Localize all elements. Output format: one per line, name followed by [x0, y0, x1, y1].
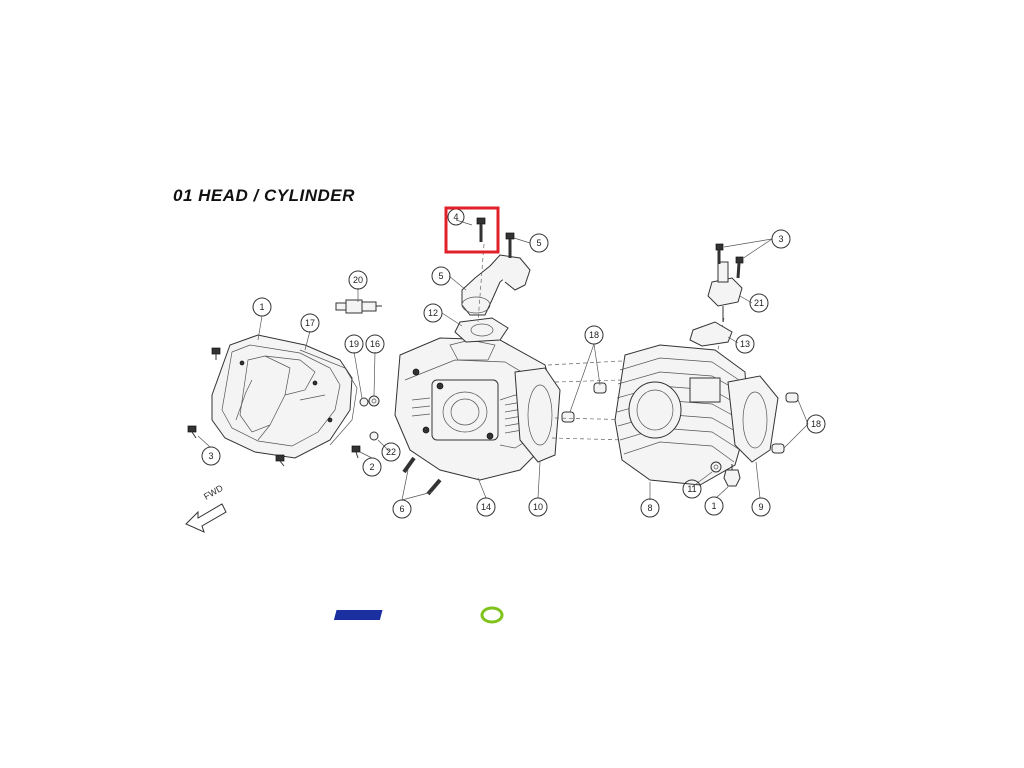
callout-22-label: 22	[386, 447, 396, 457]
dowel-pin-right-lower[interactable]	[771, 443, 785, 454]
dowel-pin-right-upper[interactable]	[785, 392, 799, 403]
callout-22: 22	[381, 442, 401, 462]
oil-seal-19[interactable]	[359, 397, 369, 407]
drain-bolt-1[interactable]	[723, 464, 741, 487]
diagram-title: 01 HEAD / CYLINDER	[173, 186, 355, 205]
tensioner-bolt-lower[interactable]	[735, 256, 744, 279]
intake-bolt-4[interactable]	[476, 217, 486, 242]
callout-1-label: 1	[259, 302, 264, 312]
cover-bolt-left[interactable]	[187, 425, 197, 439]
callout-17-label: 17	[305, 318, 315, 328]
callout-4-label: 4	[453, 212, 458, 222]
spark-plug[interactable]	[335, 299, 382, 314]
callout-20: 20	[348, 270, 368, 290]
callout-6-label: 6	[399, 504, 404, 514]
callout-12-label: 12	[428, 308, 438, 318]
callout-1: 1	[252, 297, 272, 317]
callout-8-label: 8	[647, 503, 652, 513]
cover-bolt-top[interactable]	[211, 347, 221, 360]
q100-logo: Q100.cz	[333, 606, 540, 624]
cover-bolt-bottom[interactable]	[275, 454, 285, 467]
o-ring-16[interactable]	[368, 395, 380, 407]
callout-1-right-label: 1	[711, 501, 716, 511]
callout-3-left-label: 3	[208, 451, 213, 461]
callout-3-right: 3	[771, 229, 791, 249]
logo-text: Q100.cz	[505, 611, 540, 621]
callout-18-middle: 18	[584, 325, 604, 345]
callout-10-label: 10	[533, 502, 543, 512]
dowel-pin-lower[interactable]	[561, 411, 575, 423]
callout-11: 11	[682, 479, 702, 499]
intake-pipe[interactable]	[461, 254, 531, 316]
stud-bolt-lower[interactable]	[426, 478, 442, 496]
intake-bolt-5[interactable]	[505, 232, 515, 258]
intake-insulator[interactable]	[454, 317, 509, 343]
callout-13-label: 13	[740, 339, 750, 349]
forward-arrow-icon: FWD	[185, 483, 227, 533]
callout-20-label: 20	[353, 275, 363, 285]
callout-2: 2	[362, 457, 382, 477]
tensioner-bolt-upper[interactable]	[715, 243, 724, 264]
head-cover-gasket[interactable]	[299, 349, 358, 446]
highlight-box-part-4	[444, 206, 500, 254]
callout-12: 12	[423, 303, 443, 323]
callout-6: 6	[392, 499, 412, 519]
callout-21: 21	[749, 293, 769, 313]
callout-19-label: 19	[349, 339, 359, 349]
callout-11-label: 11	[687, 484, 696, 494]
callout-4: 4	[447, 208, 465, 226]
callout-21-label: 21	[754, 298, 764, 308]
callout-16-label: 16	[370, 339, 380, 349]
fwd-label: FWD	[202, 483, 225, 502]
cam-chain-tensioner[interactable]	[707, 261, 743, 322]
tensioner-gasket[interactable]	[689, 321, 733, 347]
head-gasket[interactable]	[514, 367, 561, 463]
callout-5-left: 5	[431, 266, 451, 286]
cylinder-head-cover[interactable]	[211, 334, 353, 459]
sealing-washer-11[interactable]	[710, 461, 722, 473]
callout-5-left-label: 5	[438, 271, 443, 281]
callout-9-label: 9	[758, 502, 763, 512]
cylinder-base-gasket[interactable]	[727, 375, 779, 463]
callout-10: 10	[528, 497, 548, 517]
callout-8: 8	[640, 498, 660, 518]
callout-14-label: 14	[481, 502, 491, 512]
callout-14: 14	[476, 497, 496, 517]
callout-19: 19	[344, 334, 364, 354]
callout-16: 16	[365, 334, 385, 354]
callout-17: 17	[300, 313, 320, 333]
callout-18-middle-label: 18	[589, 330, 599, 340]
callout-9: 9	[751, 497, 771, 517]
bolt-2[interactable]	[351, 445, 361, 459]
callout-13: 13	[735, 334, 755, 354]
callout-2-label: 2	[369, 462, 374, 472]
callout-5-right: 5	[529, 233, 549, 253]
callout-3-left: 3	[201, 446, 221, 466]
callout-5-right-label: 5	[536, 238, 541, 248]
stud-bolt-upper[interactable]	[402, 456, 416, 474]
callout-18-right-label: 18	[811, 419, 821, 429]
callout-3-right-label: 3	[778, 234, 783, 244]
cylinder-block[interactable]	[614, 344, 749, 486]
callout-1-right: 1	[704, 496, 724, 516]
callout-18-right: 18	[806, 414, 826, 434]
washer-22[interactable]	[369, 431, 379, 441]
